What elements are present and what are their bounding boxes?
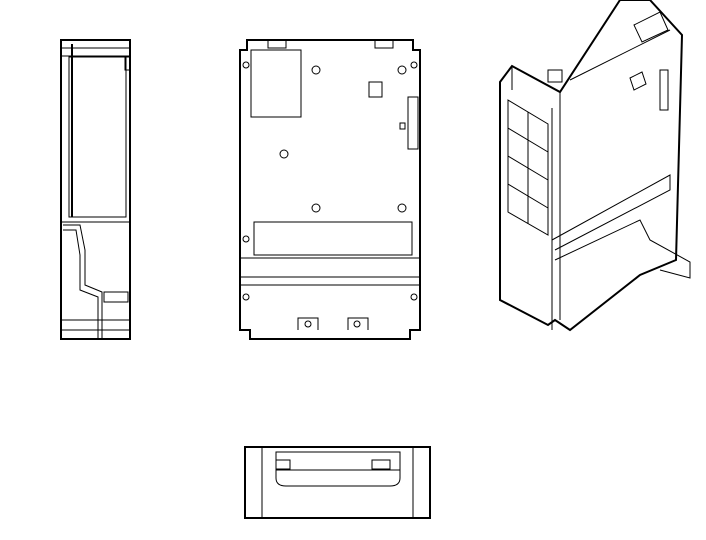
isometric-view	[499, 0, 691, 332]
side-view	[60, 39, 131, 340]
screw-holes	[242, 61, 418, 328]
vent-grid	[507, 112, 549, 224]
bottom-view	[244, 446, 431, 519]
front-view	[239, 39, 421, 340]
